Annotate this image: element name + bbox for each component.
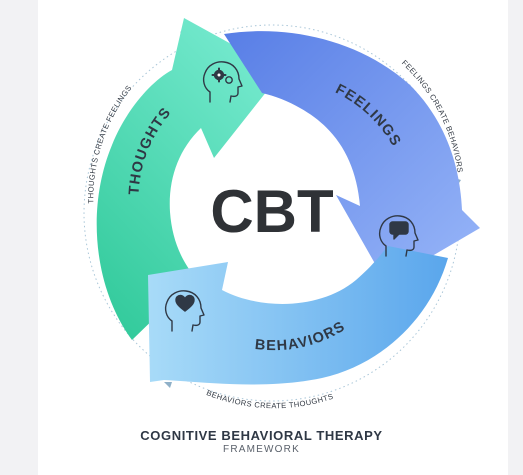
ring-arrowhead-bottom bbox=[164, 382, 172, 388]
behaviors-arrow bbox=[148, 246, 448, 385]
center-label: CBT bbox=[210, 178, 333, 245]
caption-title: COGNITIVE BEHAVIORAL THERAPY bbox=[140, 428, 383, 443]
thoughts-arrow bbox=[96, 18, 282, 340]
caption-subtitle: FRAMEWORK bbox=[223, 444, 300, 455]
feelings-arrow bbox=[224, 31, 480, 284]
head-heart-icon bbox=[164, 290, 205, 332]
connector-behaviors-create-thoughts: BEHAVIORS CREATE THOUGHTS bbox=[205, 388, 334, 410]
head-gears-icon bbox=[202, 61, 243, 103]
head-speech-bubble-icon bbox=[378, 215, 419, 257]
